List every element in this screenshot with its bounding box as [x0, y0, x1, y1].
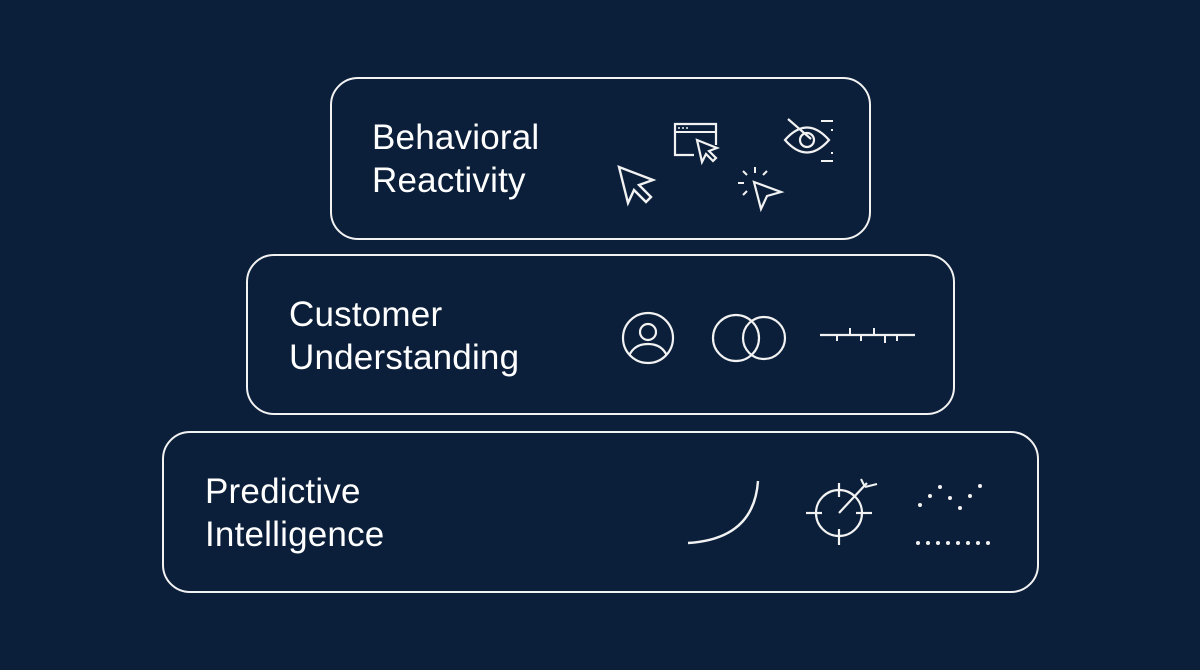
- tier-label: Customer Understanding: [289, 293, 519, 379]
- tier-label-line1: Customer: [289, 295, 443, 334]
- tier-label-line2: Understanding: [289, 338, 520, 377]
- tier-label-line2: Intelligence: [205, 515, 385, 554]
- eye-tracking-icon: [783, 115, 839, 165]
- tier-label-line2: Reactivity: [372, 161, 526, 200]
- cursor-arrow-icon: [615, 163, 659, 207]
- tier-label: Predictive Intelligence: [205, 470, 384, 556]
- tier-predictive-intelligence: Predictive Intelligence: [162, 431, 1039, 593]
- growth-curve-icon: [686, 479, 762, 547]
- tier-customer-understanding: Customer Understanding: [246, 254, 955, 415]
- timeline-ticks-icon: [819, 320, 919, 350]
- tier-label-line1: Predictive: [205, 472, 361, 511]
- user-profile-icon: [620, 310, 676, 366]
- tier-label-line1: Behavioral: [372, 118, 540, 157]
- target-arrow-icon: [801, 473, 881, 553]
- venn-diagram-icon: [711, 312, 789, 364]
- tier-behavioral-reactivity: Behavioral Reactivity: [330, 77, 871, 240]
- tier-label: Behavioral Reactivity: [372, 116, 539, 202]
- dotted-trend-chart-icon: [914, 481, 1000, 551]
- browser-window-cursor-icon: [672, 121, 722, 171]
- cursor-click-icon: [737, 165, 787, 215]
